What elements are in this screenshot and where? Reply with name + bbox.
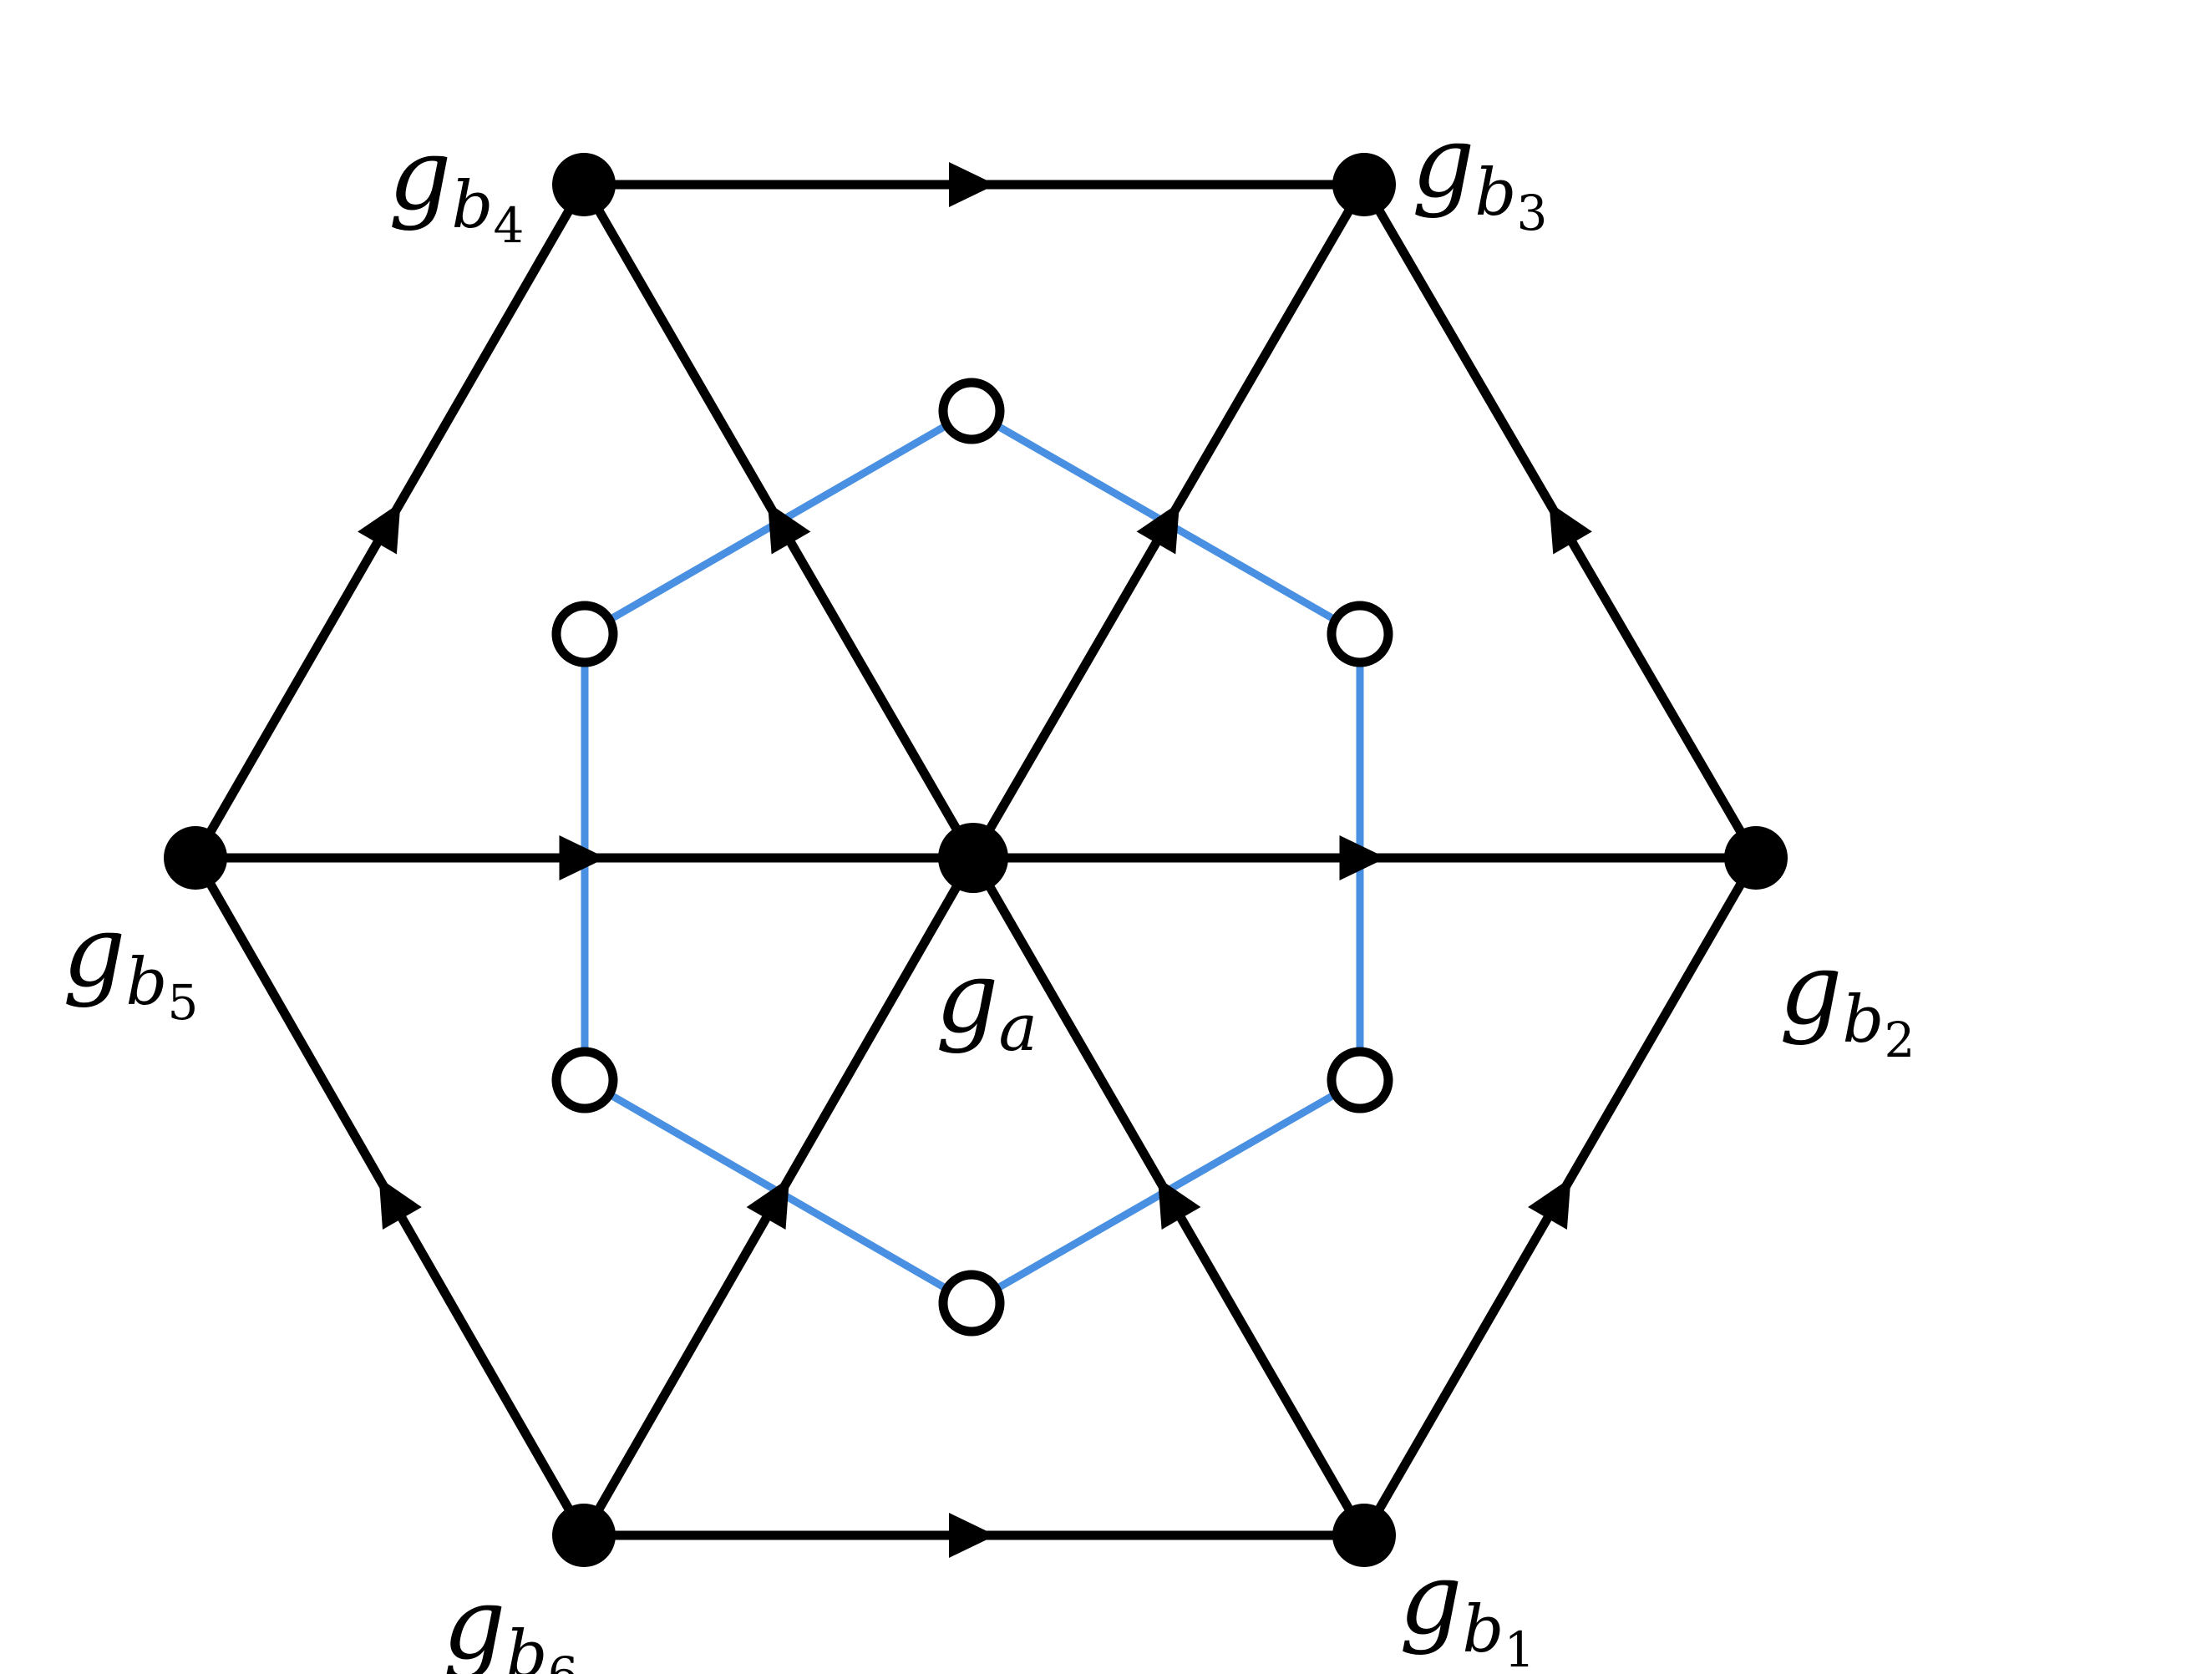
arrowhead-a-b2 bbox=[1339, 835, 1387, 880]
label-b3: gb3 bbox=[1412, 104, 1547, 241]
arrowhead-a-b4 bbox=[768, 502, 811, 555]
node-b5 bbox=[164, 826, 227, 890]
label-a: ga bbox=[936, 940, 1038, 1066]
open-ring-node bbox=[938, 378, 1005, 444]
label-base: g bbox=[1779, 931, 1843, 1047]
label-base: g bbox=[1399, 1541, 1463, 1656]
label-subscript: b bbox=[1843, 982, 1885, 1058]
label-index: 6 bbox=[547, 1646, 578, 1674]
node-a bbox=[938, 823, 1008, 893]
label-index: 5 bbox=[167, 974, 198, 1031]
node-b1 bbox=[1332, 1504, 1396, 1567]
node-b3 bbox=[1332, 153, 1396, 216]
arrowhead-a-b3 bbox=[1136, 502, 1180, 555]
label-layer: gagb1gb2gb3gb4gb5gb6 bbox=[63, 104, 1915, 1674]
arrowhead-b1-a bbox=[1158, 1178, 1201, 1230]
open-ring-node bbox=[551, 1047, 618, 1113]
node-layer bbox=[164, 153, 1788, 1567]
label-subscript: b bbox=[506, 1617, 548, 1674]
open-ring-node bbox=[938, 1270, 1005, 1337]
arrowhead-b6-b5 bbox=[378, 1177, 422, 1230]
label-index: 1 bbox=[1504, 1621, 1535, 1674]
label-b4: gb4 bbox=[388, 117, 524, 254]
label-index: 3 bbox=[1516, 185, 1547, 241]
arrowhead-b1-b2 bbox=[1528, 1178, 1571, 1230]
label-base: g bbox=[63, 894, 126, 1009]
node-b2 bbox=[1724, 826, 1788, 890]
arrowhead-b2-b3 bbox=[1549, 502, 1592, 555]
label-subscript: b bbox=[126, 945, 168, 1020]
label-subscript: b bbox=[1475, 155, 1517, 231]
arrowhead-b5-b4 bbox=[358, 502, 401, 555]
open-ring-node bbox=[1327, 601, 1393, 667]
label-b6: gb6 bbox=[443, 1566, 578, 1674]
arrowhead-b6-b1 bbox=[949, 1513, 996, 1558]
label-base: g bbox=[443, 1566, 506, 1674]
label-b1: gb1 bbox=[1399, 1541, 1535, 1674]
label-base: g bbox=[1412, 104, 1475, 220]
arrowhead-b6-a bbox=[746, 1178, 789, 1230]
label-subscript: b bbox=[1463, 1592, 1504, 1667]
arrowhead-b4-b3 bbox=[949, 162, 996, 207]
node-b4 bbox=[552, 153, 616, 216]
node-b6 bbox=[552, 1504, 616, 1567]
label-b5: gb5 bbox=[63, 894, 198, 1031]
label-subscript: b bbox=[452, 168, 494, 243]
label-subscript: a bbox=[999, 991, 1038, 1066]
label-base: g bbox=[936, 940, 999, 1055]
label-index: 4 bbox=[493, 197, 524, 254]
arrowhead-b5-a bbox=[559, 835, 606, 880]
open-ring-node bbox=[551, 601, 618, 667]
label-base: g bbox=[388, 117, 452, 232]
open-ring-node bbox=[1327, 1047, 1393, 1113]
label-b2: gb2 bbox=[1779, 931, 1915, 1068]
label-index: 2 bbox=[1884, 1012, 1915, 1068]
arrow-layer bbox=[358, 162, 1592, 1558]
